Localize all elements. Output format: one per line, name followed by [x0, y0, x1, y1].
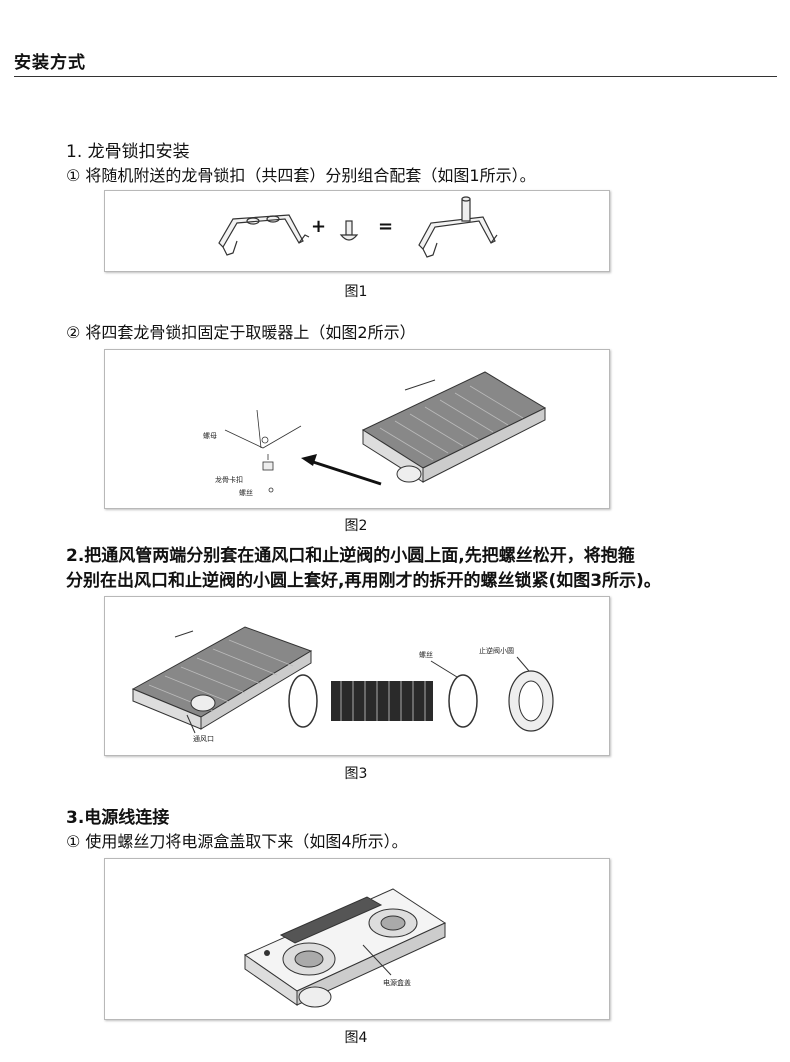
- hoop-clamp-icon: [288, 674, 478, 728]
- duct-hose-icon: [331, 681, 433, 721]
- screw-label: 螺丝: [239, 488, 253, 497]
- heater-icon: [361, 371, 547, 483]
- clip-detail-icon: [224, 409, 302, 493]
- heater-icon: [131, 626, 313, 730]
- figure1-caption: 图1: [344, 284, 368, 300]
- plus-sign: +: [311, 216, 327, 237]
- heater-open-icon: [243, 888, 447, 1008]
- nut-label: 螺母: [203, 431, 217, 440]
- figure3-illustration: 通风口 螺丝 止逆阀小圆: [131, 626, 554, 743]
- title-divider: [14, 76, 777, 77]
- check-valve-icon: [508, 670, 554, 732]
- section3-step1: ① 使用螺丝刀将电源盒盖取下来（如图4所示）。: [66, 832, 408, 851]
- figure1-illustration: [218, 196, 498, 258]
- equals-sign: =: [378, 216, 394, 237]
- figure3-caption: 图3: [344, 766, 368, 782]
- cover-label: 电源盒盖: [383, 978, 411, 987]
- vent-label: 通风口: [193, 734, 214, 743]
- bracket-icon: [218, 214, 310, 256]
- section3-heading: 3.电源线连接: [66, 808, 170, 828]
- screw-label: 螺丝: [419, 650, 433, 659]
- figure3-box: 通风口 螺丝 止逆阀小圆: [104, 596, 610, 756]
- combined-bracket-icon: [418, 196, 498, 258]
- figure4-caption: 图4: [344, 1030, 368, 1046]
- section2-heading-line1: 2.把通风管两端分别套在通风口和止逆阀的小圆上面,先把螺丝松开，将抱箍: [66, 546, 635, 566]
- section2-heading-line2: 分别在出风口和止逆阀的小圆上套好,再用刚才的拆开的螺丝锁紧(如图3所示)。: [66, 571, 661, 591]
- section1-heading: 1. 龙骨锁扣安装: [66, 142, 190, 162]
- figure2-illustration: 螺母 龙骨卡扣 螺丝: [203, 371, 547, 497]
- figure2-caption: 图2: [344, 518, 368, 534]
- section1-step2: ② 将四套龙骨锁扣固定于取暖器上（如图2所示）: [66, 323, 416, 342]
- figure4-illustration: 电源盒盖: [243, 888, 447, 1008]
- valve-label: 止逆阀小圆: [479, 646, 514, 655]
- arrow-icon: [306, 458, 382, 486]
- figure2-box: 螺母 龙骨卡扣 螺丝: [104, 349, 610, 509]
- page-title: 安装方式: [14, 53, 86, 73]
- section1-step1: ① 将随机附送的龙骨锁扣（共四套）分别组合配套（如图1所示）。: [66, 166, 536, 185]
- screw-icon: [339, 220, 359, 241]
- clip-label: 龙骨卡扣: [215, 475, 243, 484]
- figure1-box: + =: [104, 190, 610, 272]
- figure4-box: 电源盒盖: [104, 858, 610, 1020]
